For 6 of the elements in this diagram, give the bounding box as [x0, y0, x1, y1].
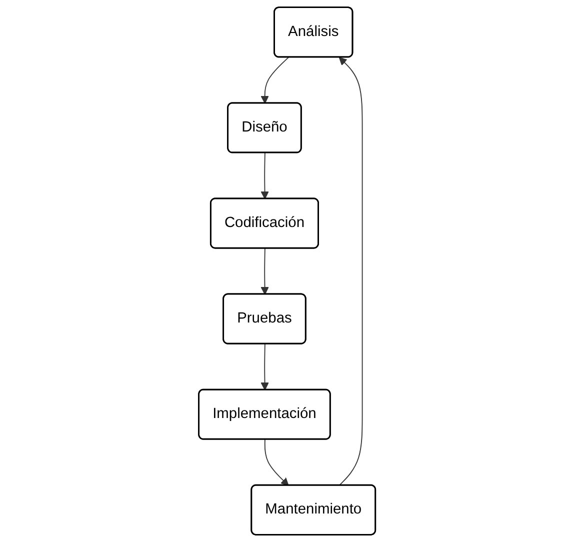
- arrow: [261, 152, 270, 200]
- arrow: [261, 344, 270, 390]
- arrow: [264, 439, 290, 486]
- arrow: [261, 56, 290, 104]
- arrow: [339, 57, 364, 486]
- arrow: [261, 248, 270, 295]
